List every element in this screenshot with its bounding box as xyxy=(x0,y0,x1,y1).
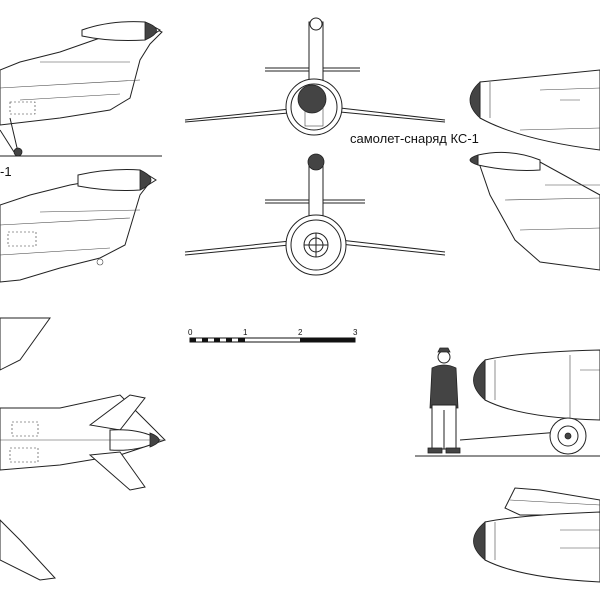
rear-view xyxy=(184,153,446,276)
top-view xyxy=(0,317,166,581)
nose-cone xyxy=(139,169,152,191)
drawing-caption: самолет-снаряд КС-1 xyxy=(350,131,479,146)
tow-bar xyxy=(459,431,561,441)
nose-cone xyxy=(469,81,481,119)
front-view xyxy=(184,17,446,136)
cropped-label: -1 xyxy=(0,164,12,179)
dorsal-wing xyxy=(504,487,600,516)
upper-wing xyxy=(0,317,51,371)
transport-scene xyxy=(415,347,600,457)
missile-on-cart xyxy=(484,349,600,421)
man-figure xyxy=(427,347,461,454)
scale-tick-0: 0 xyxy=(188,328,193,337)
side-view-top-right xyxy=(469,69,600,151)
side-view-mid-left xyxy=(0,169,157,283)
side-view-mid-right xyxy=(469,151,600,271)
scale-tick-3: 3 xyxy=(353,328,358,337)
scale-tick-1: 1 xyxy=(243,328,248,337)
intake xyxy=(297,84,327,114)
nose-cone xyxy=(473,521,486,561)
wheel xyxy=(13,147,23,157)
stabilizer-top xyxy=(88,394,146,431)
side-view-bottom-right xyxy=(473,487,600,583)
tip-tank xyxy=(477,151,541,171)
scale-tick-2: 2 xyxy=(298,328,303,337)
nose-cone xyxy=(144,21,157,41)
tip-tank xyxy=(81,21,161,41)
stabilizer-bottom xyxy=(88,451,146,491)
nose-cone xyxy=(473,359,486,401)
lower-wing xyxy=(0,519,57,581)
side-view-top-left xyxy=(0,21,163,157)
scale-bar xyxy=(189,337,356,343)
nose-cone xyxy=(469,154,479,166)
